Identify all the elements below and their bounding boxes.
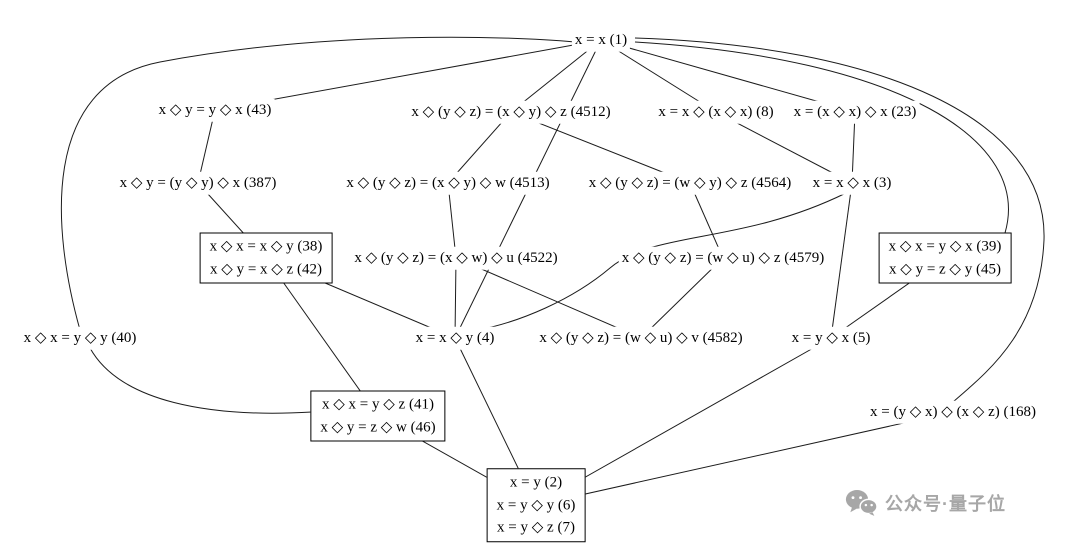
edge-4579-4564 <box>689 182 724 259</box>
node-4564: x ◇ (y ◇ z) = (w ◇ y) ◇ z (4564) <box>585 171 795 195</box>
node-4522: x ◇ (y ◇ z) = (x ◇ w) ◇ u (4522) <box>351 246 561 270</box>
edge-2-168 <box>535 411 954 506</box>
node-3-label: x = x ◇ x (3) <box>812 174 892 191</box>
watermark: 公众号·量子位 <box>845 489 1006 516</box>
node-8-label: x = x ◇ (x ◇ x) (8) <box>658 103 774 120</box>
node-168: x = (y ◇ x) ◇ (x ◇ z) (168) <box>867 400 1039 424</box>
node-4522-label: x ◇ (y ◇ z) = (x ◇ w) ◇ u (4522) <box>354 249 558 266</box>
wechat-icon <box>845 490 877 516</box>
edge-3-8 <box>715 111 853 184</box>
node-41-label: x ◇ x = y ◇ z (41) <box>322 396 434 413</box>
node-4582-label: x ◇ (y ◇ z) = (w ◇ u) ◇ v (4582) <box>539 329 743 346</box>
node-40: x ◇ x = y ◇ y (40) <box>20 326 140 350</box>
node-43-label: x ◇ y = y ◇ x (43) <box>158 101 272 118</box>
node-1-label: x = x (1) <box>574 31 628 48</box>
node-4513-label: x ◇ (y ◇ z) = (x ◇ y) ◇ w (4513) <box>346 174 550 191</box>
edge-43-1 <box>214 39 602 111</box>
edge-39-1 <box>634 41 1009 234</box>
node-4: x = x ◇ y (4) <box>412 326 498 350</box>
edge-8-1 <box>600 39 717 113</box>
edge-4582-4579 <box>640 257 724 339</box>
node-2-label: x = y ◇ y (6) <box>496 496 576 513</box>
watermark-text: 公众号·量子位 <box>885 493 1006 514</box>
node-4-label: x = x ◇ y (4) <box>415 329 495 346</box>
node-2-label: x = y ◇ z (7) <box>497 519 575 536</box>
edge-387-43 <box>197 109 216 184</box>
node-41: x ◇ x = y ◇ z (41) x ◇ y = z ◇ w (46) <box>310 390 446 442</box>
node-4512-label: x ◇ (y ◇ z) = (x ◇ y) ◇ z (4512) <box>411 103 611 120</box>
edge-3-23 <box>851 111 856 184</box>
node-387: x ◇ y = (y ◇ y) ◇ x (387) <box>116 171 280 195</box>
node-38-label: x ◇ x = x ◇ y (38) <box>209 238 323 255</box>
node-3: x = x ◇ x (3) <box>809 171 895 195</box>
node-4582: x ◇ (y ◇ z) = (w ◇ u) ◇ v (4582) <box>536 326 746 350</box>
edge-168-1 <box>634 37 1045 403</box>
edge-4522-4513 <box>447 182 457 259</box>
node-4513: x ◇ (y ◇ z) = (x ◇ y) ◇ w (4513) <box>343 171 553 195</box>
node-1: x = x (1) <box>571 28 631 52</box>
node-4579: x ◇ (y ◇ z) = (w ◇ u) ◇ z (4579) <box>618 246 828 270</box>
node-4564-label: x ◇ (y ◇ z) = (w ◇ y) ◇ z (4564) <box>588 174 792 191</box>
node-5-label: x = y ◇ x (5) <box>791 329 871 346</box>
node-23-label: x = (x ◇ x) ◇ x (23) <box>793 103 917 120</box>
node-4512: x ◇ (y ◇ z) = (x ◇ y) ◇ z (4512) <box>408 100 614 124</box>
edge-40-1 <box>60 36 576 331</box>
node-168-label: x = (y ◇ x) ◇ (x ◇ z) (168) <box>870 403 1036 420</box>
node-23: x = (x ◇ x) ◇ x (23) <box>790 100 920 124</box>
node-38: x ◇ x = x ◇ y (38) x ◇ y = x ◇ z (42) <box>199 232 333 284</box>
edge-41-38 <box>265 257 379 417</box>
node-40-label: x ◇ x = y ◇ y (40) <box>23 329 137 346</box>
node-2: x = y (2) x = y ◇ y (6) x = y ◇ z (7) <box>486 468 586 542</box>
node-39-label: x ◇ x = y ◇ x (39) <box>888 238 1002 255</box>
node-41-label: x ◇ y = z ◇ w (46) <box>320 419 436 435</box>
edge-41-40 <box>89 347 313 414</box>
edge-4513-4512 <box>447 111 512 184</box>
node-43: x ◇ y = y ◇ x (43) <box>155 98 275 122</box>
edge-4512-1 <box>510 39 602 113</box>
edge-5-3 <box>830 182 853 339</box>
node-2-label: x = y (2) <box>509 474 563 491</box>
edge-4582-4522 <box>455 257 642 339</box>
node-387-label: x ◇ y = (y ◇ y) ◇ x (387) <box>119 174 277 191</box>
node-39: x ◇ x = y ◇ x (39) x ◇ y = z ◇ y (45) <box>878 232 1012 284</box>
edge-23-1 <box>600 39 856 113</box>
node-8: x = x ◇ (x ◇ x) (8) <box>655 100 777 124</box>
node-5: x = y ◇ x (5) <box>788 326 874 350</box>
node-4579-label: x ◇ (y ◇ z) = (w ◇ u) ◇ z (4579) <box>621 249 825 266</box>
edge-4-3 <box>477 192 847 331</box>
node-39-label: x ◇ y = z ◇ y (45) <box>889 261 1001 277</box>
edge-4564-4512 <box>510 111 691 184</box>
node-38-label: x ◇ y = x ◇ z (42) <box>210 261 322 277</box>
edge-4-4522 <box>454 257 457 339</box>
